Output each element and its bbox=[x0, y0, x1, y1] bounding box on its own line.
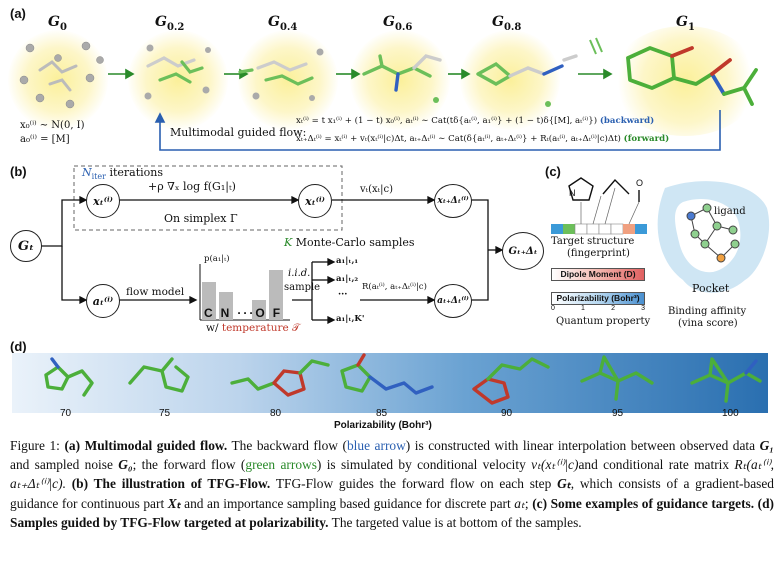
fingerprint-label: (fingerprint) bbox=[567, 248, 630, 259]
target-value-95: 95 bbox=[612, 408, 624, 419]
stage-1-glow bbox=[128, 30, 228, 130]
caption-blue-arrow: blue arrow bbox=[346, 438, 406, 453]
stage-label-1: G0.2 bbox=[155, 14, 185, 33]
prob-label: p(a₁|ₜ) bbox=[204, 254, 230, 264]
tfg-flow-diagram bbox=[38, 165, 504, 325]
target-value-90: 90 bbox=[501, 408, 513, 419]
panel-c-label: (c) bbox=[545, 164, 561, 179]
stage-label-5: G1 bbox=[676, 14, 695, 33]
target-value-80: 80 bbox=[270, 408, 282, 419]
atom-n: N bbox=[569, 188, 576, 198]
node-at-dt: aₜ₊Δₜ⁽ⁱ⁾ bbox=[434, 284, 472, 318]
guidance-targets-drawing bbox=[551, 177, 770, 293]
node-xt-updated: xₜ⁽ⁱ⁾ bbox=[298, 184, 332, 218]
stage-4-glow bbox=[460, 30, 560, 130]
simplex-label: On simplex Γ bbox=[164, 212, 238, 225]
node-gtdt: Gₜ₊Δₜ bbox=[502, 232, 544, 270]
noise-atoms bbox=[19, 41, 104, 109]
init-x: x₀⁽ⁱ⁾ ∼ N(0, I) bbox=[20, 120, 85, 131]
mc-samples-label: K Monte-Carlo samples bbox=[284, 236, 415, 249]
stage-3-glow bbox=[350, 30, 450, 130]
backward-equation: xₜ⁽ⁱ⁾ = t x₁⁽ⁱ⁾ + (1 − t) x₀⁽ⁱ⁾, aₜ⁽ⁱ⁾ ∼… bbox=[296, 116, 655, 126]
polarizability-gradient-strip bbox=[12, 353, 768, 413]
stage-label-4: G0.8 bbox=[492, 14, 522, 33]
target-value-85: 85 bbox=[376, 408, 388, 419]
panel-a-label: (a) bbox=[10, 6, 26, 21]
sample-1: a₁|ₜ,₁ bbox=[336, 256, 359, 266]
dipole-bar: Dipole Moment (D) bbox=[551, 268, 645, 281]
iid-label: i.i.d. bbox=[288, 268, 311, 279]
flow-model-label: flow model bbox=[126, 286, 185, 298]
histogram-letters: CN···OF bbox=[204, 306, 289, 320]
target-value-70: 70 bbox=[60, 408, 72, 419]
sample-label: sample bbox=[284, 282, 321, 293]
polarizability-axis-label: Polarizability (Bohr³) bbox=[334, 420, 432, 431]
molecule-stages-drawing bbox=[19, 37, 758, 151]
quantum-property-label: Quantum property bbox=[556, 316, 651, 327]
niter-label: Niter iterations bbox=[82, 166, 164, 182]
temperature-label: w/ temperature 𝒯 bbox=[206, 322, 301, 334]
polarizability-bar: Polarizability (Bohr³) bbox=[551, 292, 645, 305]
binding-affinity-label: Binding affinity bbox=[668, 306, 747, 317]
node-xt-dt: xₜ₊Δₜ⁽ⁱ⁾ bbox=[434, 184, 472, 218]
flow-label: Multimodal guided flow: bbox=[170, 126, 307, 139]
sample-k: a₁|ₜ,K' bbox=[336, 314, 365, 324]
init-a: a₀⁽ⁱ⁾ = [M] bbox=[20, 134, 70, 145]
node-gt: Gₜ bbox=[10, 230, 42, 262]
panel-b-label: (b) bbox=[10, 164, 27, 179]
atom-o: O bbox=[636, 178, 644, 188]
figure-caption: Figure 1: (a) Multimodal guided flow. Th… bbox=[10, 438, 775, 530]
panel-d-label: (d) bbox=[10, 339, 27, 354]
velocity-label: vₜ(xₜ|c) bbox=[360, 184, 393, 195]
backward-tag: (backward) bbox=[599, 116, 655, 126]
caption-green-arrows: green arrows bbox=[245, 457, 317, 473]
node-xt: xₜ⁽ⁱ⁾ bbox=[86, 184, 120, 218]
pocket-label: Pocket bbox=[692, 282, 730, 295]
vina-score-label: (vina score) bbox=[678, 318, 738, 329]
stage-label-0: G0 bbox=[48, 14, 67, 33]
sample-dots: ··· bbox=[338, 290, 348, 300]
forward-equation: xₜ₊Δₜ⁽ⁱ⁾ = xₜ⁽ⁱ⁾ + vₜ(xₜ⁽ⁱ⁾|c)Δt, aₜ₊Δₜ⁽… bbox=[296, 134, 670, 144]
stage-label-2: G0.4 bbox=[268, 14, 298, 33]
stage-label-3: G0.6 bbox=[383, 14, 413, 33]
rate-label: R(aₜ⁽ⁱ⁾, aₜ₊Δₜ⁽ⁱ⁾|c) bbox=[362, 282, 427, 292]
sample-molecules-drawing bbox=[44, 353, 762, 405]
target-value-75: 75 bbox=[159, 408, 171, 419]
target-value-100: 100 bbox=[722, 408, 739, 419]
gradient-guidance: +ρ ∇ₓ log f(G₁|ₜ) bbox=[148, 180, 236, 193]
sample-2: a₁|ₜ,₂ bbox=[336, 274, 359, 284]
ligand-label: ligand bbox=[714, 206, 746, 217]
node-at: aₜ⁽ⁱ⁾ bbox=[86, 284, 120, 318]
forward-tag: (forward) bbox=[623, 134, 670, 144]
target-structure-label: Target structure bbox=[551, 236, 635, 247]
